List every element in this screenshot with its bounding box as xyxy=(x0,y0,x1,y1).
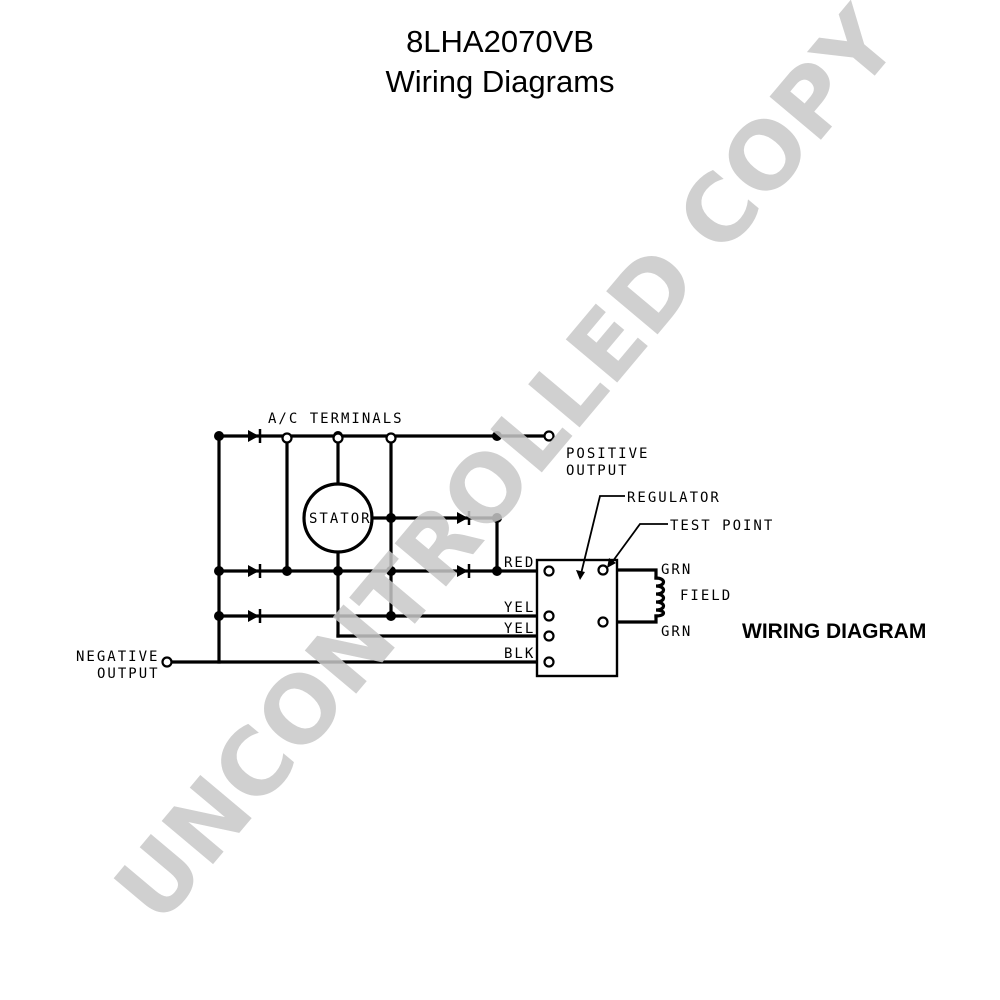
junction-node xyxy=(492,566,502,576)
diode-icon xyxy=(246,607,262,625)
circuit-wires xyxy=(165,434,658,664)
wire-blk-label: BLK xyxy=(504,646,535,662)
test-point-leader-line xyxy=(609,523,668,566)
wiring-diagram-caption: WIRING DIAGRAM xyxy=(742,620,926,643)
wire-grn-top-label: GRN xyxy=(661,562,692,578)
ac-terminal-2 xyxy=(332,432,344,444)
junction-node xyxy=(214,431,224,441)
regulator-blk-terminal xyxy=(543,656,555,668)
stator-circle xyxy=(302,482,374,554)
stator-label: STATOR xyxy=(309,511,372,527)
field-label: FIELD xyxy=(680,588,732,604)
negative-output-terminal xyxy=(161,656,173,668)
test-point-leader-arrow xyxy=(607,558,616,568)
regulator-field-top-terminal xyxy=(597,564,609,576)
junction-node xyxy=(386,566,396,576)
negative-output-label-2: OUTPUT xyxy=(97,666,160,682)
regulator-field-bottom-terminal xyxy=(597,616,609,628)
wire-yel-1-label: YEL xyxy=(504,600,535,616)
negative-output-label-1: NEGATIVE xyxy=(76,649,159,665)
wire-yel-2-label: YEL xyxy=(504,621,535,637)
diode-icon xyxy=(246,562,262,580)
junction-node xyxy=(492,513,502,523)
positive-output-terminal xyxy=(543,430,555,442)
ac-terminal-1 xyxy=(281,432,293,444)
regulator-yel-1-terminal xyxy=(543,610,555,622)
field-coil xyxy=(654,576,666,618)
positive-output-label-1: POSITIVE xyxy=(566,446,649,462)
ac-terminal-3 xyxy=(385,432,397,444)
field-bottom-wire xyxy=(601,614,658,624)
positive-output-label-2: OUTPUT xyxy=(566,463,629,479)
junction-node xyxy=(386,611,396,621)
junction-node xyxy=(333,566,343,576)
junction-node xyxy=(282,566,292,576)
field-top-wire xyxy=(601,568,658,580)
wire-red-label: RED xyxy=(504,555,535,571)
junction-node xyxy=(492,431,502,441)
regulator-leader-line xyxy=(579,495,625,579)
regulator-yel-2-terminal xyxy=(543,630,555,642)
test-point-label: TEST POINT xyxy=(670,518,774,534)
junction-node xyxy=(214,566,224,576)
wire-grn-bottom-label: GRN xyxy=(661,624,692,640)
diagram-subtitle: Wiring Diagrams xyxy=(385,64,615,99)
regulator-leader-arrow xyxy=(576,570,585,580)
junction-node xyxy=(214,611,224,621)
junction-node xyxy=(386,513,396,523)
regulator-red-terminal xyxy=(543,565,555,577)
regulator-label: REGULATOR xyxy=(627,490,721,506)
ac-terminals-label: A/C TERMINALS xyxy=(268,411,404,427)
diagram-model-title: 8LHA2070VB xyxy=(406,24,594,59)
terminals xyxy=(161,430,609,668)
diode-icon xyxy=(246,427,262,445)
